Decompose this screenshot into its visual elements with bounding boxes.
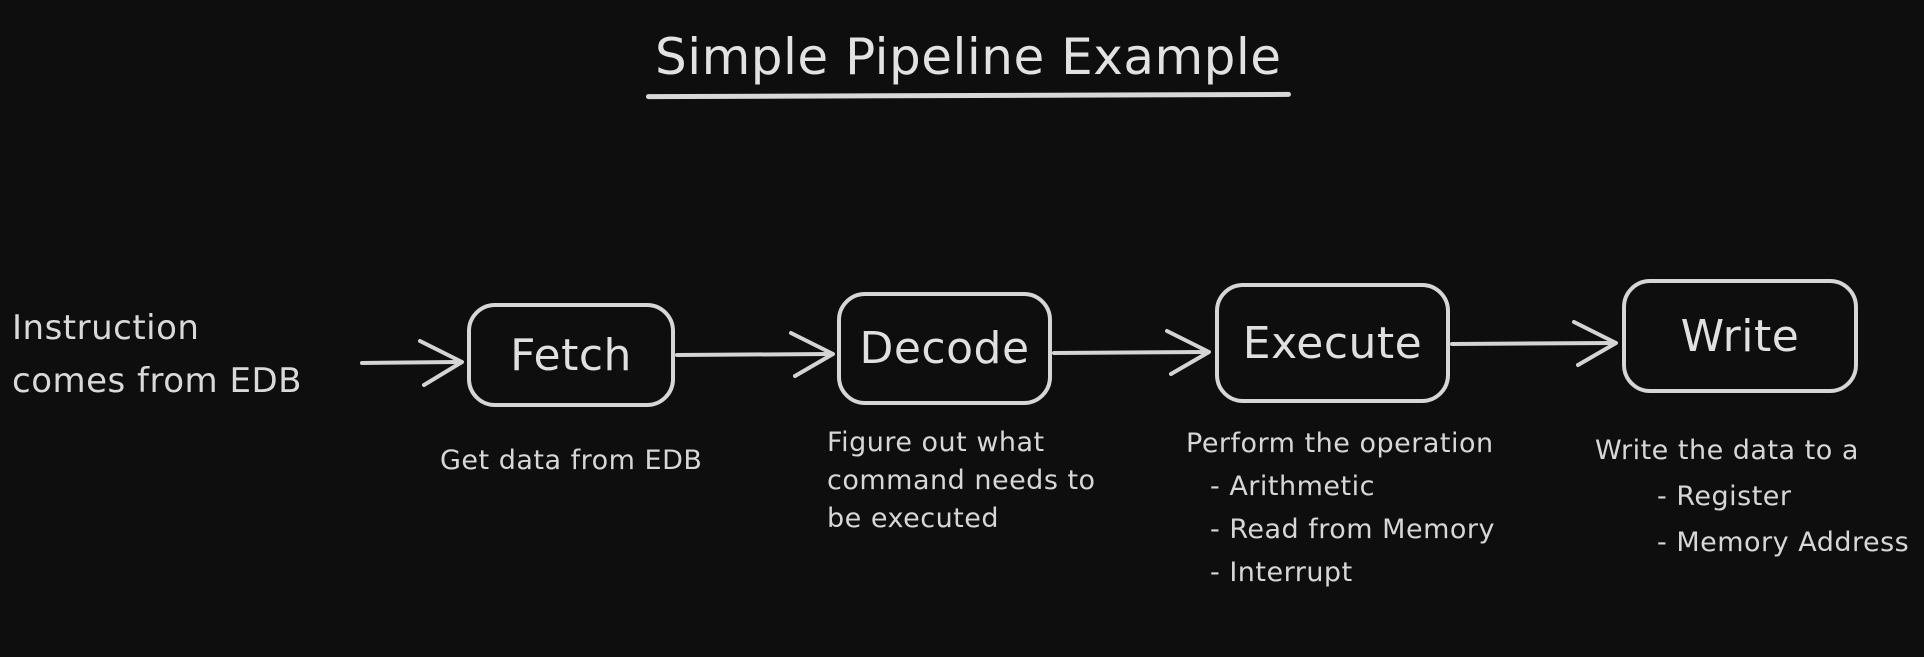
stage-note-write: Write the data to a - Register - Memory … xyxy=(1595,428,1909,566)
stage-node-decode: Decode xyxy=(837,292,1052,405)
page-title: Simple Pipeline Example xyxy=(654,28,1282,86)
arrow-shaft xyxy=(1450,341,1614,346)
input-source-label: Instruction comes from EDB xyxy=(12,302,302,408)
arrow-fetch-to-decode xyxy=(675,331,835,378)
arrow-execute-to-write xyxy=(1450,320,1618,367)
stage-node-write: Write xyxy=(1622,279,1858,393)
arrowhead-icon xyxy=(1572,320,1618,367)
arrowhead-icon xyxy=(789,331,835,378)
title-block: Simple Pipeline Example xyxy=(645,26,1291,100)
stage-node-fetch: Fetch xyxy=(467,303,675,407)
arrow-shaft xyxy=(360,360,460,365)
note-line: command needs to xyxy=(827,465,1096,496)
stage-label: Write xyxy=(1680,310,1800,362)
arrowhead-icon xyxy=(1165,329,1211,376)
stage-label: Fetch xyxy=(510,329,632,381)
input-label-line: comes from EDB xyxy=(12,361,302,401)
arrow-input-to-fetch xyxy=(360,339,464,387)
note-line: be executed xyxy=(827,503,1000,534)
stage-note-execute: Perform the operation - Arithmetic - Rea… xyxy=(1186,422,1495,594)
note-bullet-line: - Memory Address xyxy=(1657,527,1910,558)
arrowhead-icon xyxy=(418,339,464,387)
stage-label: Decode xyxy=(859,323,1030,374)
note-bullet-line: - Arithmetic xyxy=(1210,471,1375,502)
note-line: Get data from EDB xyxy=(440,445,703,476)
note-line: Figure out what xyxy=(827,427,1045,458)
stage-note-fetch: Get data from EDB xyxy=(440,442,702,480)
title-underline xyxy=(645,91,1291,100)
arrow-shaft xyxy=(675,352,831,357)
stage-note-decode: Figure out what command needs to be exec… xyxy=(827,424,1096,538)
note-bullet-line: - Interrupt xyxy=(1210,557,1353,588)
note-line: Perform the operation xyxy=(1186,428,1494,459)
arrow-decode-to-execute xyxy=(1052,329,1211,376)
stage-node-execute: Execute xyxy=(1215,283,1450,403)
note-bullet-line: - Read from Memory xyxy=(1210,514,1495,545)
note-line: Write the data to a xyxy=(1595,435,1859,466)
note-bullet-line: - Register xyxy=(1657,481,1792,512)
stage-label: Execute xyxy=(1242,317,1423,369)
arrow-shaft xyxy=(1052,350,1207,355)
input-label-line: Instruction xyxy=(12,308,200,348)
